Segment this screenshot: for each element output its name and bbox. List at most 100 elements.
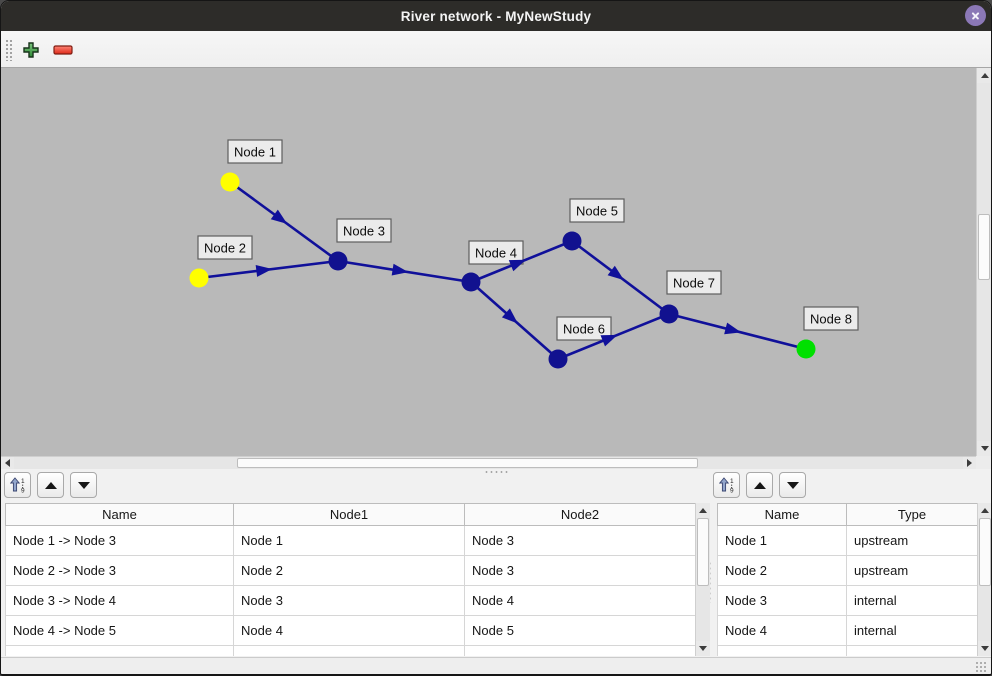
scroll-up-button[interactable] <box>696 503 710 518</box>
table-cell: Node 4 <box>233 615 465 646</box>
nodes-table-scrollbar[interactable] <box>977 503 991 656</box>
node-label-box[interactable] <box>468 240 524 265</box>
scrollbar-corner <box>976 456 991 469</box>
arrow-right-icon <box>967 459 972 467</box>
arrow-down-icon <box>980 446 989 451</box>
column-header-type[interactable]: Type <box>846 503 978 526</box>
move-up-icon <box>753 481 766 489</box>
node-label: Node 2 <box>204 241 246 256</box>
node-label-box[interactable] <box>803 306 859 331</box>
horizontal-splitter-handle[interactable] <box>484 470 510 474</box>
network-node[interactable] <box>796 339 816 359</box>
column-header-node1[interactable]: Node1 <box>233 503 465 526</box>
table-cell: Node 4 <box>717 615 847 646</box>
move-up-button[interactable] <box>746 472 773 498</box>
node-label: Node 7 <box>673 276 715 291</box>
minus-icon <box>53 45 73 55</box>
scroll-down-button[interactable] <box>977 441 991 456</box>
arrow-up-icon <box>981 508 989 513</box>
node-label-box[interactable] <box>556 316 612 341</box>
table-row[interactable] <box>717 645 978 656</box>
horizontal-scrollbar-thumb[interactable] <box>237 458 698 468</box>
table-cell: Node 4 -> Node 5 <box>5 615 234 646</box>
scrollbar-thumb[interactable] <box>979 518 991 586</box>
sort-button[interactable]: 1 9 <box>4 472 31 498</box>
vertical-scrollbar-thumb[interactable] <box>978 214 990 280</box>
move-down-button[interactable] <box>779 472 806 498</box>
column-header-name[interactable]: Name <box>717 503 847 526</box>
network-node[interactable] <box>220 172 240 192</box>
network-node[interactable] <box>189 268 209 288</box>
move-up-button[interactable] <box>37 472 64 498</box>
svg-text:1: 1 <box>730 478 734 485</box>
flow-arrow-icon <box>600 334 618 347</box>
arrow-up-icon <box>699 508 707 513</box>
network-node[interactable] <box>548 349 568 369</box>
close-button[interactable] <box>965 5 986 26</box>
scroll-up-button[interactable] <box>977 68 991 83</box>
table-cell: Node 2 <box>233 555 465 586</box>
main-toolbar <box>1 31 991 68</box>
titlebar[interactable]: River network - MyNewStudy <box>1 1 991 31</box>
flow-arrow-icon <box>724 322 742 335</box>
nodes-table-toolbar: 1 9 <box>713 472 806 498</box>
table-cell: Node 3 <box>464 555 696 586</box>
node-label-box[interactable] <box>197 235 253 260</box>
add-node-button[interactable] <box>18 37 44 63</box>
table-cell: upstream <box>846 525 978 556</box>
links-table-scrollbar[interactable] <box>695 503 710 656</box>
node-label-box[interactable] <box>569 198 625 223</box>
table-row[interactable] <box>5 645 696 656</box>
scroll-down-button[interactable] <box>696 641 710 656</box>
network-node[interactable] <box>328 251 348 271</box>
toolbar-grip-handle[interactable] <box>5 39 13 61</box>
window-resize-grip[interactable] <box>975 661 988 673</box>
scroll-right-button[interactable] <box>963 457 976 469</box>
column-header-node2[interactable]: Node2 <box>464 503 696 526</box>
svg-text:1: 1 <box>21 478 25 485</box>
network-node[interactable] <box>562 231 582 251</box>
panel-toolbar-strip: 1 9 1 9 <box>1 469 991 501</box>
scroll-up-button[interactable] <box>978 503 991 518</box>
network-node[interactable] <box>461 272 481 292</box>
move-down-button[interactable] <box>70 472 97 498</box>
table-cell: Node 5 <box>464 615 696 646</box>
scroll-left-button[interactable] <box>1 457 14 469</box>
node-label-box[interactable] <box>227 139 283 164</box>
network-node[interactable] <box>659 304 679 324</box>
flow-arrow-icon <box>508 259 526 272</box>
remove-node-button[interactable] <box>50 37 76 63</box>
scrollbar-thumb[interactable] <box>697 518 709 586</box>
node-label: Node 6 <box>563 322 605 337</box>
arrow-down-icon <box>699 646 707 651</box>
flow-arrow-icon <box>501 308 518 324</box>
node-label-box[interactable] <box>666 270 722 295</box>
column-header-name[interactable]: Name <box>5 503 234 526</box>
add-icon <box>23 42 39 58</box>
canvas-horizontal-scrollbar[interactable] <box>1 456 976 469</box>
svg-text:9: 9 <box>21 488 25 494</box>
table-cell: Node 1 <box>717 525 847 556</box>
scroll-down-button[interactable] <box>978 641 991 656</box>
links-table-toolbar: 1 9 <box>4 472 97 498</box>
table-cell <box>846 645 978 656</box>
node-label: Node 8 <box>810 312 852 327</box>
canvas-vertical-scrollbar[interactable] <box>976 68 991 456</box>
node-label-box[interactable] <box>336 218 392 243</box>
table-cell <box>5 645 234 656</box>
table-cell: Node 3 <box>233 585 465 616</box>
sort-button[interactable]: 1 9 <box>713 472 740 498</box>
